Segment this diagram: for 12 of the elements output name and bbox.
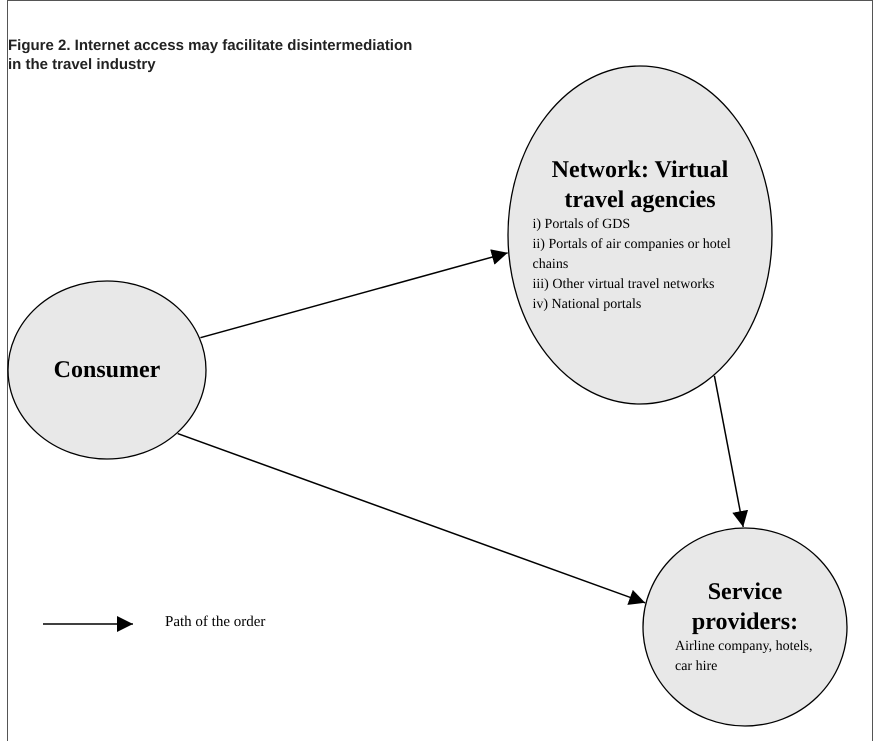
node-heading: Network: Virtual travel agencies bbox=[550, 156, 730, 215]
arrow bbox=[200, 249, 508, 338]
node-heading: Service providers: bbox=[690, 578, 800, 637]
list-item: iii) Other virtual travel networks bbox=[532, 276, 716, 294]
arrow bbox=[714, 376, 748, 528]
node-description: Airline company, hotels, car hire bbox=[675, 638, 814, 676]
arrow bbox=[177, 432, 646, 605]
legend-label: Path of the order bbox=[165, 614, 266, 631]
figure-title: Figure 2. Internet access may facilitate disintermediation in the travel industry bbox=[8, 36, 414, 74]
node-heading: Consumer bbox=[52, 356, 162, 385]
list-item: iv) National portals bbox=[532, 296, 642, 314]
list-item: i) Portals of GDS bbox=[532, 216, 632, 234]
